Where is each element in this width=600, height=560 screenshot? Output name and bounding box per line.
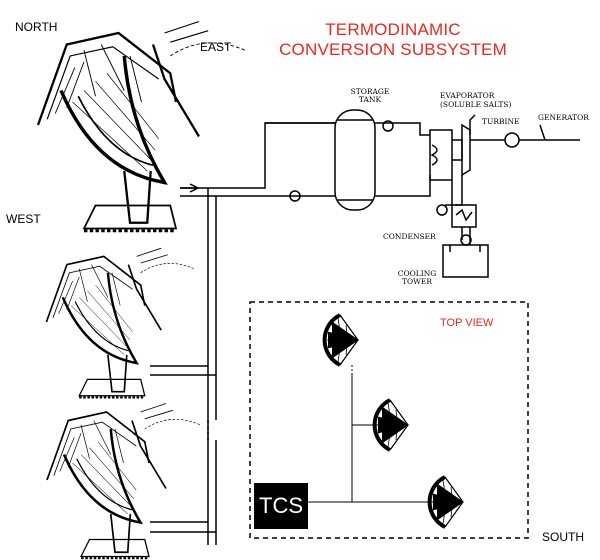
compass-east-label: EAST (200, 40, 232, 54)
top-view-frame (249, 301, 529, 539)
power-block-symbols (429, 114, 580, 206)
storage-tank-symbol (265, 109, 431, 211)
tcs-block: TCS (254, 483, 308, 529)
cooling-tower-symbol (442, 244, 489, 278)
top-view-label: TOP VIEW (440, 317, 494, 329)
title-line-2: CONVERSION SUBSYSTEM (279, 40, 507, 59)
generator-label: GENERATOR (538, 113, 589, 122)
cooling-tower-label: COOLING TOWER (397, 269, 437, 286)
compass-west-label: WEST (6, 212, 41, 226)
storage-tank-label: STORAGE TANK (350, 87, 390, 104)
evaporator-label: EVAPORATOR (440, 91, 495, 100)
compass-south-label: SOUTH (542, 530, 584, 544)
condenser-symbol (436, 204, 477, 246)
piping (150, 122, 335, 545)
top-view-dish-2 (372, 398, 410, 452)
compass-north-label: NORTH (15, 20, 58, 34)
evaporator-sub-label: (SOLUBLE SALTS) (440, 100, 512, 109)
top-view-dish-3 (427, 475, 465, 529)
diagram-title: TERMODINAMIC CONVERSION SUBSYSTEM (278, 20, 508, 60)
top-view-dish-1 (322, 313, 360, 367)
concentrator-dish-3 (45, 402, 202, 560)
title-line-1: TERMODINAMIC (325, 20, 461, 39)
turbine-label: TURBINE (482, 117, 520, 126)
condenser-label: CONDENSER (383, 232, 436, 241)
